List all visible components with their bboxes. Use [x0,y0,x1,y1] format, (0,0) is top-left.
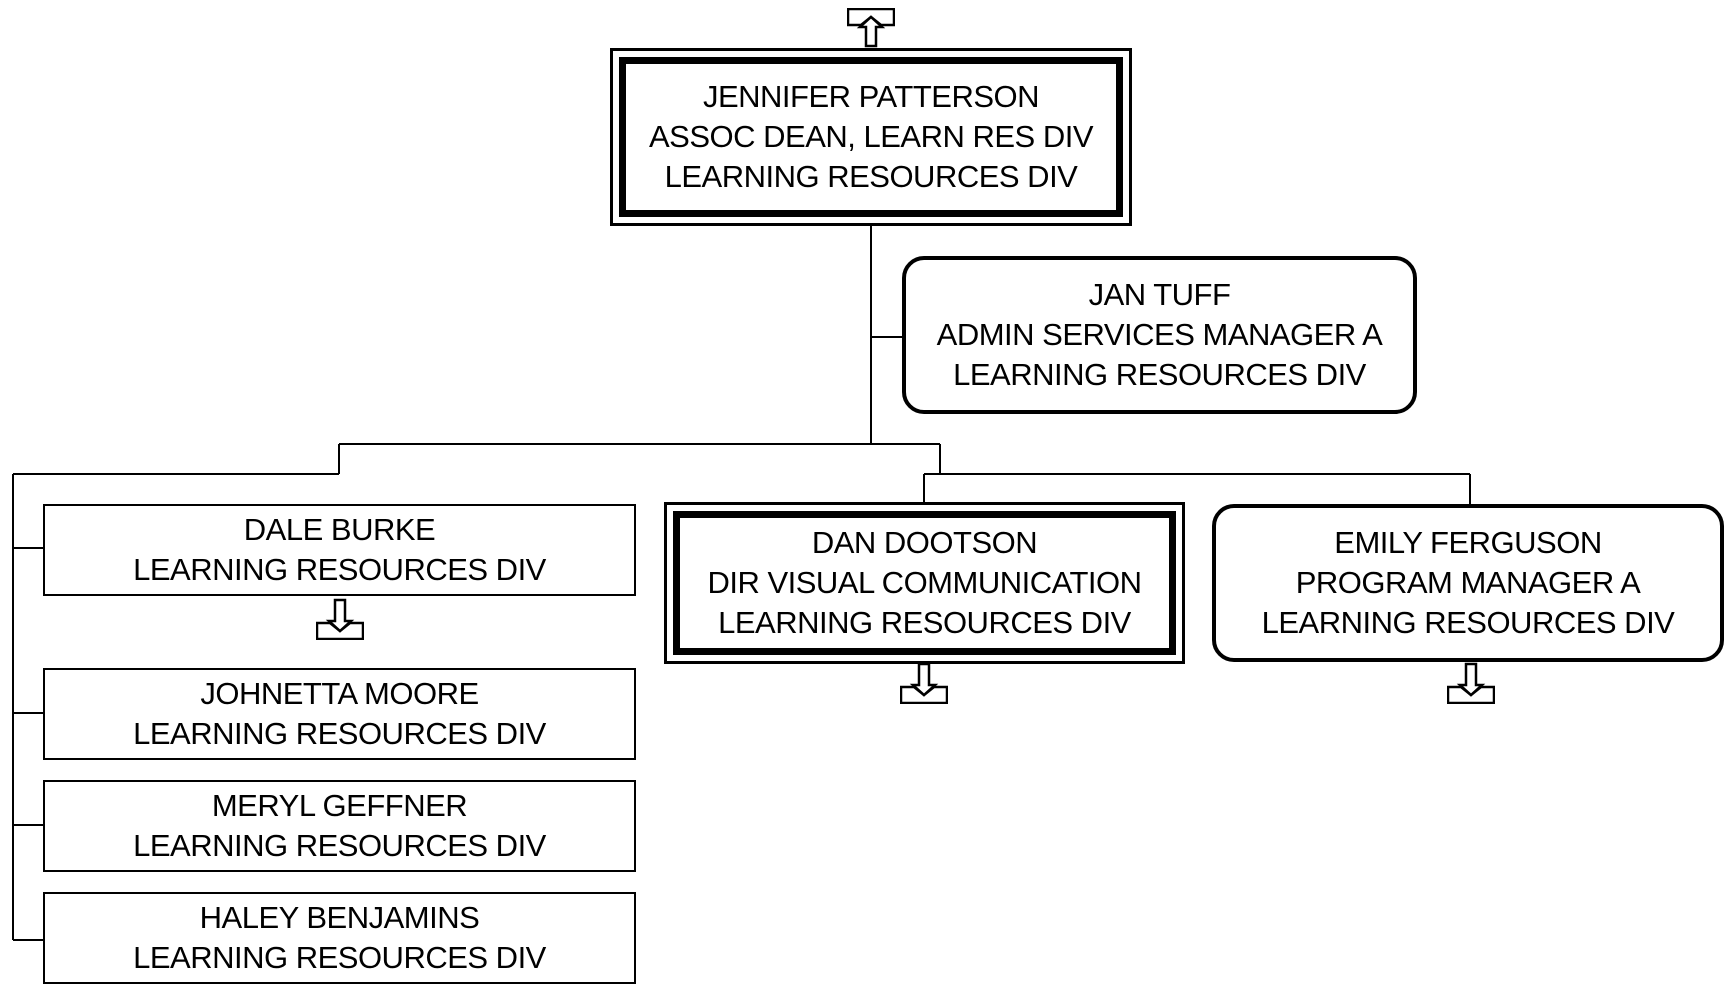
staff-box[interactable]: DALE BURKE LEARNING RESOURCES DIV [43,504,636,596]
person-name: DAN DOOTSON [811,525,1038,560]
person-dept: LEARNING RESOURCES DIV [133,716,546,751]
staff-box[interactable]: JOHNETTA MOORE LEARNING RESOURCES DIV [43,668,636,760]
staff-box[interactable]: HALEY BENJAMINS LEARNING RESOURCES DIV [43,892,636,984]
expand-down-icon[interactable] [1447,662,1495,704]
manager-inner: DAN DOOTSON DIR VISUAL COMMUNICATION LEA… [673,511,1176,655]
navigate-up-icon[interactable] [847,8,895,48]
person-name: HALEY BENJAMINS [199,900,480,935]
person-name: EMILY FERGUSON [1334,525,1602,560]
person-name: JAN TUFF [1088,277,1231,312]
person-name: DALE BURKE [243,512,436,547]
person-name: MERYL GEFFNER [211,788,468,823]
expand-down-icon[interactable] [316,598,364,640]
manager-box[interactable]: DAN DOOTSON DIR VISUAL COMMUNICATION LEA… [664,502,1185,664]
person-title: ASSOC DEAN, LEARN RES DIV [648,119,1094,154]
person-dept: LEARNING RESOURCES DIV [664,159,1078,194]
assistant-box[interactable]: JAN TUFF ADMIN SERVICES MANAGER A LEARNI… [902,256,1417,414]
staff-box[interactable]: MERYL GEFFNER LEARNING RESOURCES DIV [43,780,636,872]
person-dept: LEARNING RESOURCES DIV [133,828,546,863]
person-dept: LEARNING RESOURCES DIV [133,552,546,587]
person-dept: LEARNING RESOURCES DIV [1261,605,1675,640]
person-title: PROGRAM MANAGER A [1295,565,1641,600]
expand-down-icon[interactable] [900,662,948,704]
top-manager-inner: JENNIFER PATTERSON ASSOC DEAN, LEARN RES… [619,57,1123,217]
person-name: JENNIFER PATTERSON [702,79,1040,114]
person-name: JOHNETTA MOORE [200,676,479,711]
person-dept: LEARNING RESOURCES DIV [953,357,1366,392]
manager-box[interactable]: EMILY FERGUSON PROGRAM MANAGER A LEARNIN… [1212,504,1724,662]
person-dept: LEARNING RESOURCES DIV [133,940,546,975]
person-dept: LEARNING RESOURCES DIV [718,605,1131,640]
top-manager-box[interactable]: JENNIFER PATTERSON ASSOC DEAN, LEARN RES… [610,48,1132,226]
person-title: DIR VISUAL COMMUNICATION [707,565,1142,600]
person-title: ADMIN SERVICES MANAGER A [936,317,1383,352]
